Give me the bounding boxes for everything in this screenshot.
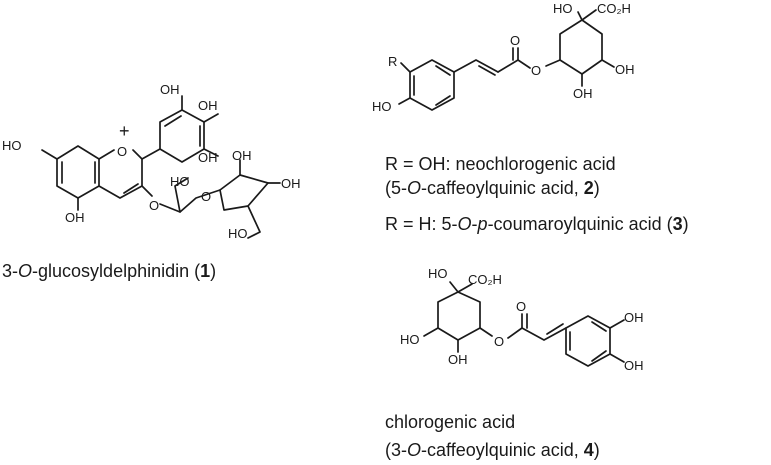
neo-ho-phenol: HO (372, 99, 392, 114)
neo-oh-right: OH (615, 62, 635, 77)
delph-plus: + (119, 121, 130, 141)
chloro-caption-line1: chlorogenic acid (385, 412, 515, 432)
chloro-ho-top: HO (428, 266, 448, 281)
coumaroyl-caption: R = H: 5-O-p-coumaroylquinic acid (3) (385, 214, 689, 234)
delph-ho-left: HO (2, 138, 22, 153)
neo-co2h: CO₂H (597, 1, 631, 16)
delph-oh-c: OH (198, 150, 218, 165)
chloro-oh-b: OH (624, 358, 644, 373)
chlorogenic-labels: HO CO₂H HO OH O O OH OH (400, 266, 644, 373)
chloro-ester-o: O (494, 334, 504, 349)
sugar-ring-o: O (201, 189, 211, 204)
neo-carbonyl-o: O (510, 33, 520, 48)
chloro-caption-line2: (3-O-caffeoylquinic acid, 4) (385, 440, 600, 460)
neo-r-label: R (388, 54, 397, 69)
neochlorogenic-labels: R HO O O HO CO₂H OH OH (372, 1, 635, 114)
delphinidin-structure (41, 95, 281, 239)
delph-ring-o: O (117, 144, 127, 159)
sugar-ho-bottom: HO (228, 226, 248, 241)
delph-oh-b: OH (198, 98, 218, 113)
neo-oh-bottom: OH (573, 86, 593, 101)
sugar-oh-top: OH (232, 148, 252, 163)
chloro-co2h: CO₂H (468, 272, 502, 287)
delphinidin-labels: OH OH OH HO OH O + O HO OH OH O HO (2, 82, 301, 241)
sugar-oh-right: OH (281, 176, 301, 191)
chlorogenic-structure (423, 281, 625, 367)
neo-ho-top: HO (553, 1, 573, 16)
delph-oh-bottom: OH (65, 210, 85, 225)
chloro-carbonyl-o: O (516, 299, 526, 314)
chloro-ho-left: HO (400, 332, 420, 347)
delph-oh-a: OH (160, 82, 180, 97)
sugar-ho: HO (170, 174, 190, 189)
chloro-oh-bottom: OH (448, 352, 468, 367)
neo-ester-o: O (531, 63, 541, 78)
chloro-oh-a: OH (624, 310, 644, 325)
delph-link-o: O (149, 198, 159, 213)
neo-caption-line2: (5-O-caffeoylquinic acid, 2) (385, 178, 600, 198)
delphinidin-caption: 3-O-glucosyldelphinidin (1) (2, 261, 216, 281)
neo-caption-line1: R = OH: neochlorogenic acid (385, 154, 616, 174)
neochlorogenic-structure (398, 9, 615, 111)
